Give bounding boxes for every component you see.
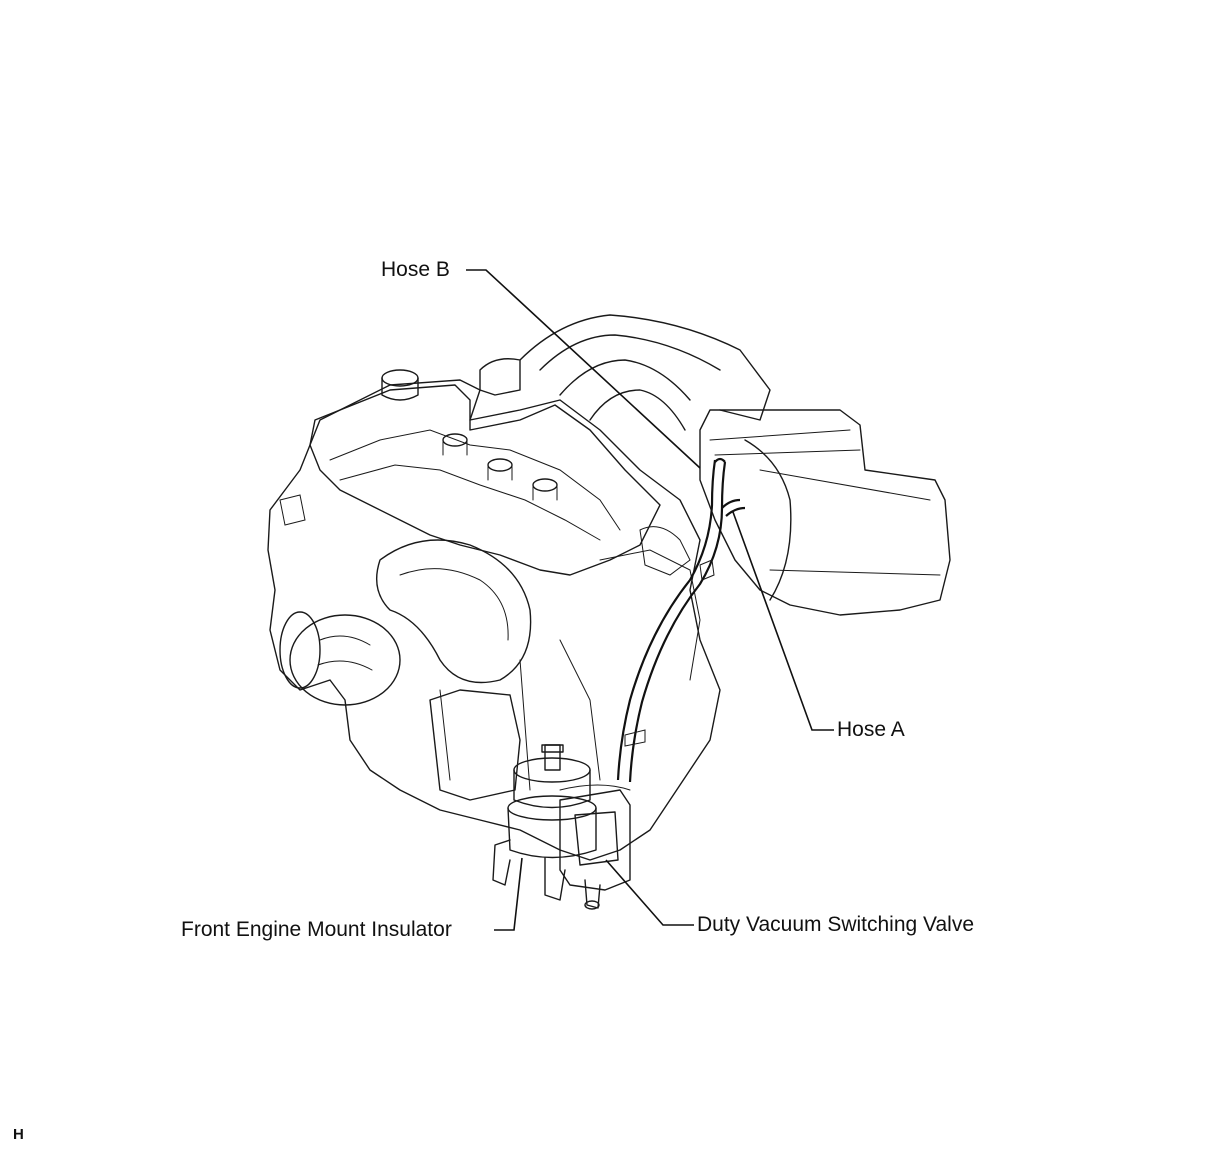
leader-hose-a [732, 511, 834, 731]
label-front-engine-mount-insulator: Front Engine Mount Insulator [181, 918, 452, 941]
leader-mount [494, 857, 523, 931]
label-hose-a: Hose A [837, 718, 905, 741]
engine-mount-insulator [492, 744, 597, 901]
figure-code: H [13, 1126, 24, 1143]
leader-hose-b [466, 269, 701, 469]
leader-valve [605, 859, 694, 926]
label-hose-b: Hose B [381, 258, 450, 281]
label-duty-vacuum-switching-valve: Duty Vacuum Switching Valve [697, 913, 975, 936]
engine-block [267, 314, 951, 861]
vacuum-switching-valve [559, 784, 631, 910]
vacuum-hoses [616, 457, 746, 783]
